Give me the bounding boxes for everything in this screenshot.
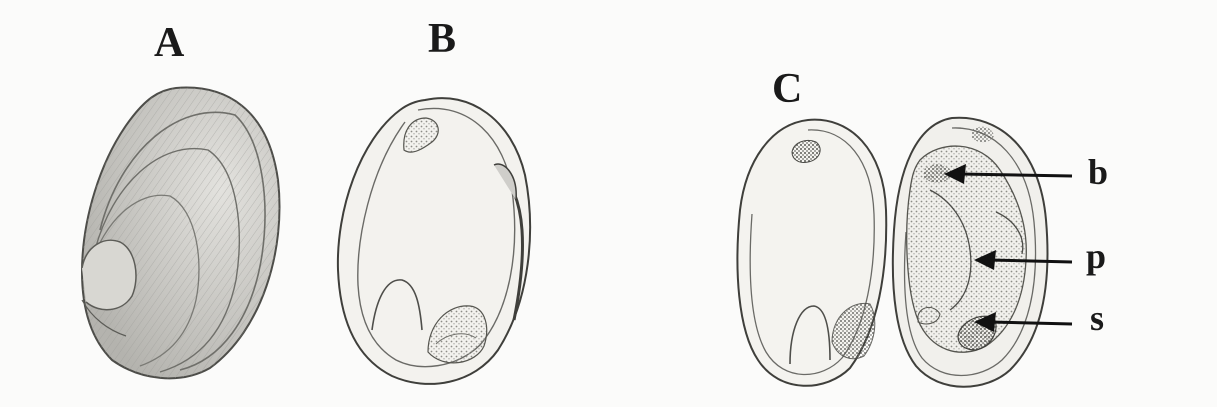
part-label-p: p <box>1086 238 1106 274</box>
part-label-b: b <box>1088 154 1108 190</box>
shell-exterior-a <box>82 88 280 379</box>
shell-interior-b <box>338 98 530 384</box>
shell-opened-c <box>737 118 1047 387</box>
panel-label-a: A <box>154 22 184 64</box>
panel-label-b: B <box>428 18 456 60</box>
panel-label-c: C <box>772 68 802 110</box>
part-label-s: s <box>1090 300 1104 336</box>
